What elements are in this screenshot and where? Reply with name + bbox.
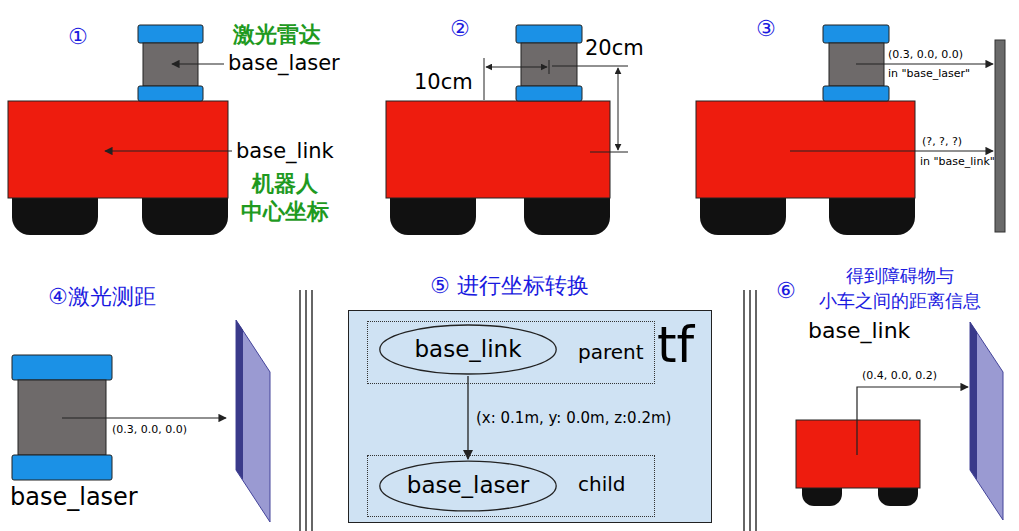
robot-1 bbox=[8, 25, 232, 235]
frame-note: in "base_laser" bbox=[888, 67, 970, 80]
step-title: 得到障碍物与 小车之间的距离信息 bbox=[800, 263, 1000, 313]
tf-panel-fill bbox=[348, 310, 712, 523]
step-title: ④激光测距 bbox=[48, 284, 156, 310]
frame-group: parent base_link bbox=[367, 321, 655, 384]
role-label: child bbox=[578, 472, 625, 496]
ellipse-shape bbox=[380, 325, 556, 374]
tf-label: tf bbox=[657, 315, 694, 375]
frame-name: base_laser bbox=[228, 51, 340, 76]
robot-6 bbox=[796, 322, 1003, 520]
frame-name: base_link bbox=[414, 336, 521, 364]
frame-name: base_laser bbox=[10, 483, 138, 512]
coordinate: (0.3, 0.0, 0.0) bbox=[112, 423, 187, 436]
callout-number: ② bbox=[450, 16, 470, 42]
edge-label: (x: 0.1m, y: 0.0m, z:0.2m) bbox=[474, 409, 673, 427]
ellipse-shape bbox=[380, 461, 556, 511]
frame-name: base_laser bbox=[407, 472, 529, 500]
dimension: 10cm bbox=[414, 70, 473, 95]
dimension: 20cm bbox=[585, 36, 644, 61]
separator bbox=[300, 290, 756, 531]
coordinate: (?, ?, ?) bbox=[922, 135, 962, 148]
frame-note: in "base_link" bbox=[920, 155, 995, 168]
frame-group: child base_laser bbox=[367, 455, 655, 517]
callout-number: ① bbox=[68, 24, 88, 50]
coordinate: (0.3, 0.0, 0.0) bbox=[888, 48, 963, 61]
frame-name: base_link bbox=[808, 318, 910, 344]
coordinate: (0.4, 0.0, 0.2) bbox=[862, 369, 937, 382]
part-name: 激光雷达 bbox=[233, 22, 321, 48]
part-name: 机器人 中心坐标 bbox=[230, 170, 340, 226]
frame-name: base_link bbox=[236, 139, 334, 164]
transform-arrow bbox=[467, 376, 468, 459]
frame-ellipse: base_link bbox=[378, 324, 558, 375]
robot-3 bbox=[696, 25, 1005, 235]
step-title: ⑤ 进行坐标转换 bbox=[430, 273, 589, 299]
callout-number: ⑥ bbox=[776, 278, 796, 304]
callout-number: ③ bbox=[756, 16, 776, 42]
role-label: parent bbox=[578, 340, 644, 364]
frame-ellipse: base_laser bbox=[378, 460, 558, 512]
